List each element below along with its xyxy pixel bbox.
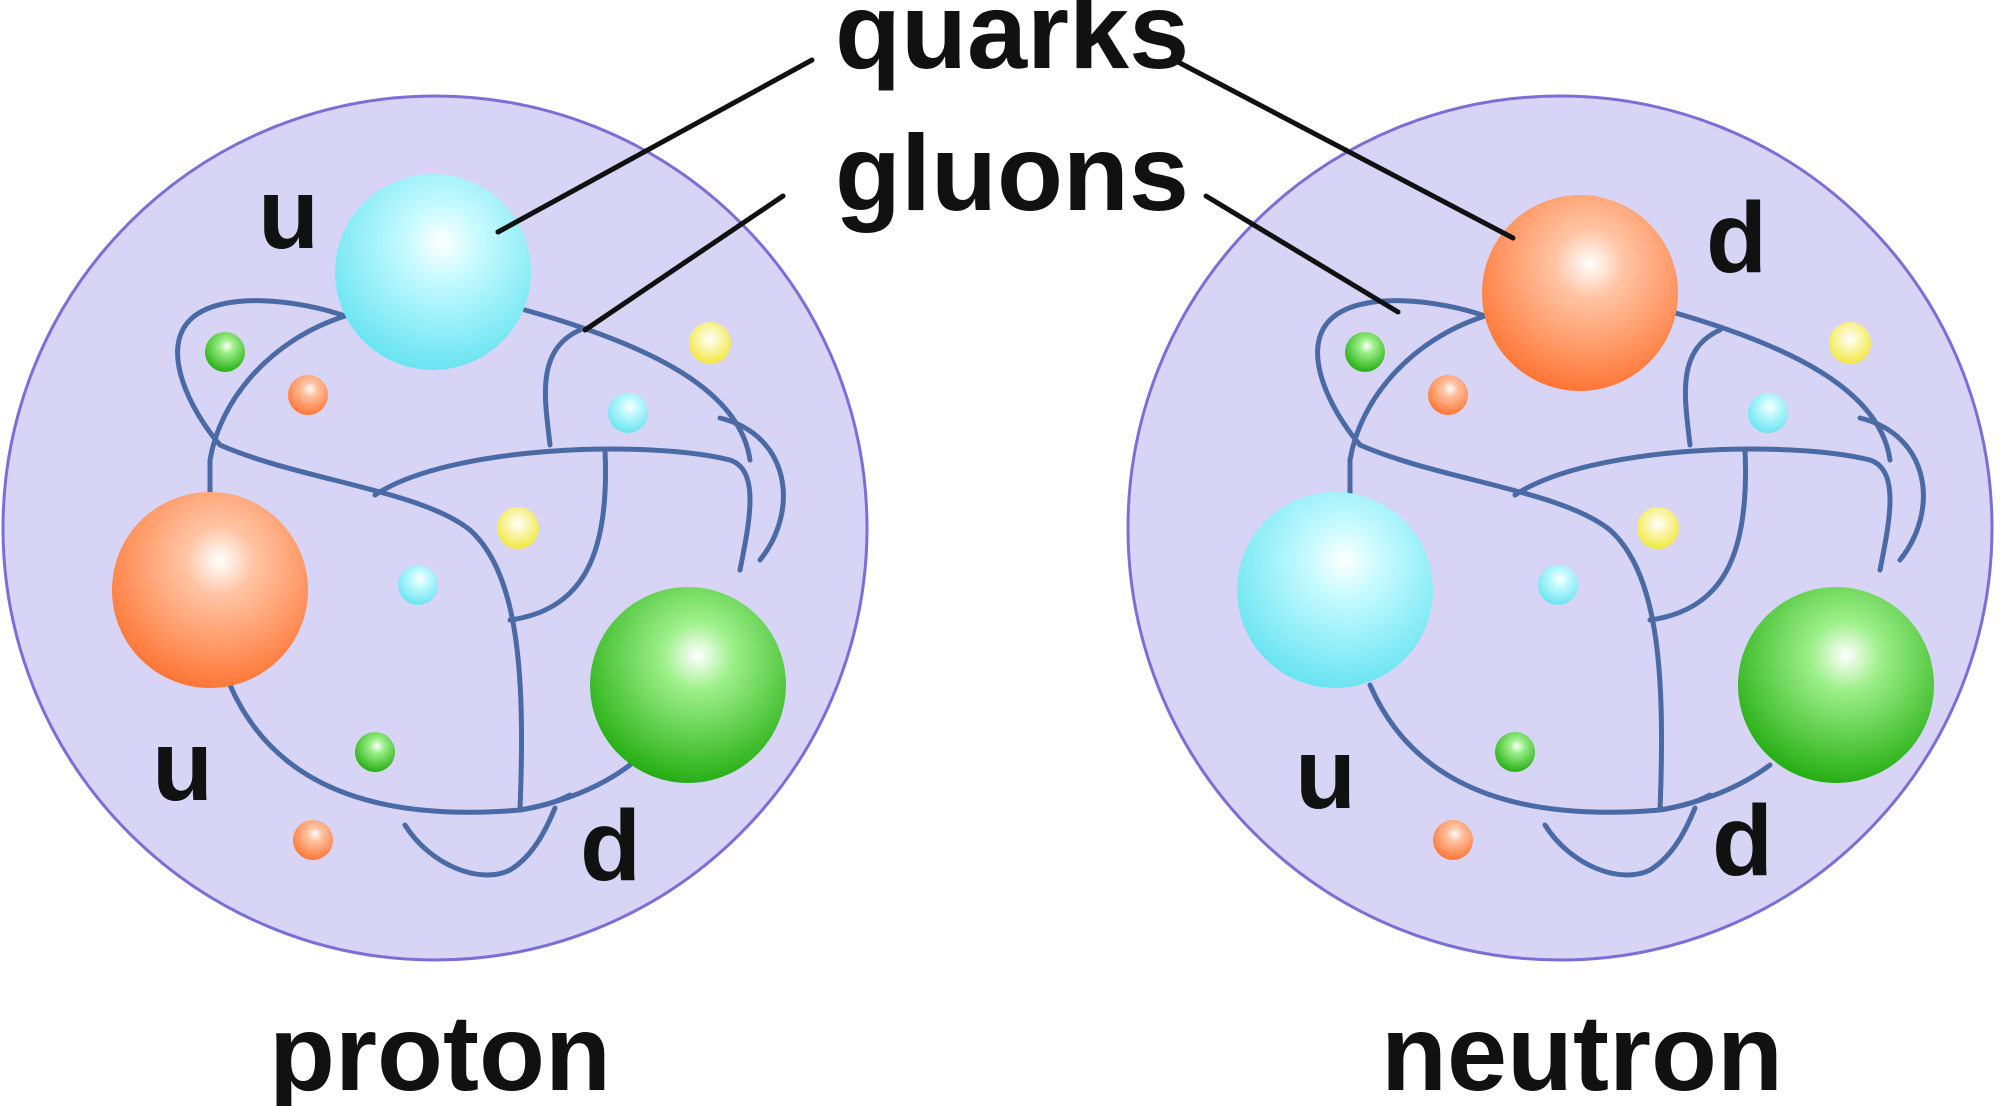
proton-group: u u d proton — [1, 94, 869, 1106]
gluons-label: gluons — [835, 112, 1189, 233]
neutron-quark-label-1: d — [1706, 182, 1767, 294]
quarks-pointer-left — [495, 57, 815, 235]
proton-label: proton — [269, 992, 611, 1106]
neutron-quark-right — [1738, 587, 1934, 783]
quarks-label: quarks — [835, 0, 1189, 91]
neutron-quark-label-2: u — [1295, 718, 1356, 830]
neutron-label: neutron — [1381, 992, 1783, 1106]
neutron-quark-top — [1482, 195, 1678, 391]
neutron-quark-label-3: d — [1712, 785, 1773, 897]
proton-quark-right — [590, 587, 786, 783]
gluons-pointer-left — [582, 193, 786, 333]
proton-quark-left — [112, 492, 308, 688]
gluons-pointer-right — [1203, 193, 1401, 315]
neutron-quark-left — [1237, 492, 1433, 688]
proton-quark-top — [335, 174, 531, 370]
proton-quark-label-2: u — [152, 710, 213, 822]
proton-quark-label-1: u — [258, 158, 319, 270]
neutron-group: d u d neutron — [1126, 94, 1994, 1106]
quarks-pointer-right — [1175, 59, 1516, 241]
proton-quark-label-3: d — [580, 790, 641, 902]
